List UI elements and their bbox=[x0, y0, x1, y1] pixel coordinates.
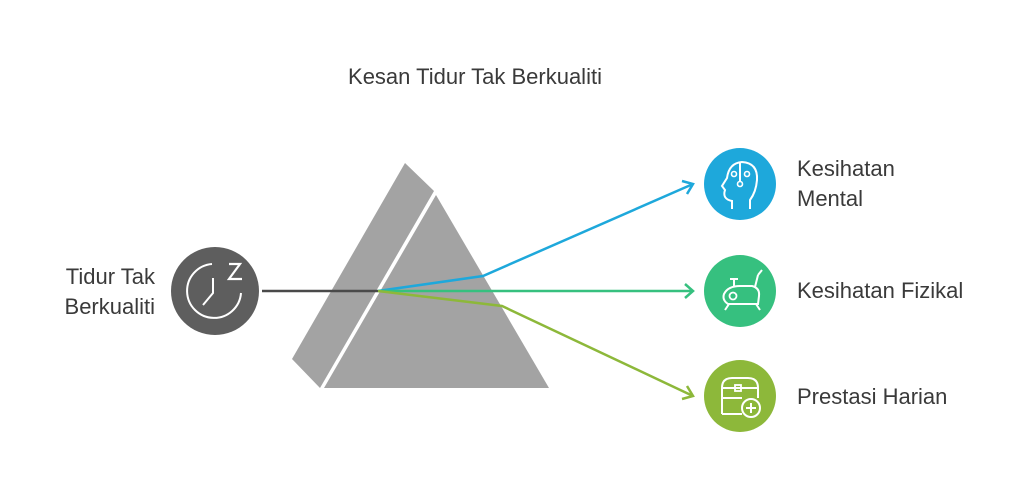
ray-mental bbox=[377, 182, 694, 293]
source-label-line1: Tidur Tak bbox=[65, 264, 155, 289]
exercise-bike-icon bbox=[704, 255, 776, 327]
output-label-harian: Prestasi Harian bbox=[797, 384, 948, 409]
output-label-mental: Kesihatan Mental bbox=[797, 154, 895, 214]
diagram-title: Kesan Tidur Tak Berkualiti bbox=[348, 64, 602, 89]
arrow-fizikal bbox=[684, 283, 695, 299]
output-label-fizikal: Kesihatan Fizikal bbox=[797, 278, 964, 303]
prism bbox=[292, 163, 549, 388]
source-label-line2: Berkualiti bbox=[64, 294, 155, 319]
output-label-line1: Kesihatan bbox=[797, 156, 895, 181]
brain-head-icon bbox=[704, 148, 776, 220]
output-label-line2: Mental bbox=[797, 186, 864, 211]
ray-harian bbox=[377, 289, 694, 398]
arrow-harian bbox=[681, 385, 695, 401]
chest-plus-icon bbox=[704, 360, 776, 432]
arrow-mental bbox=[681, 179, 695, 195]
source-label: Tidur Tak Berkualiti bbox=[40, 262, 155, 322]
sleep-clock-icon bbox=[171, 247, 259, 335]
